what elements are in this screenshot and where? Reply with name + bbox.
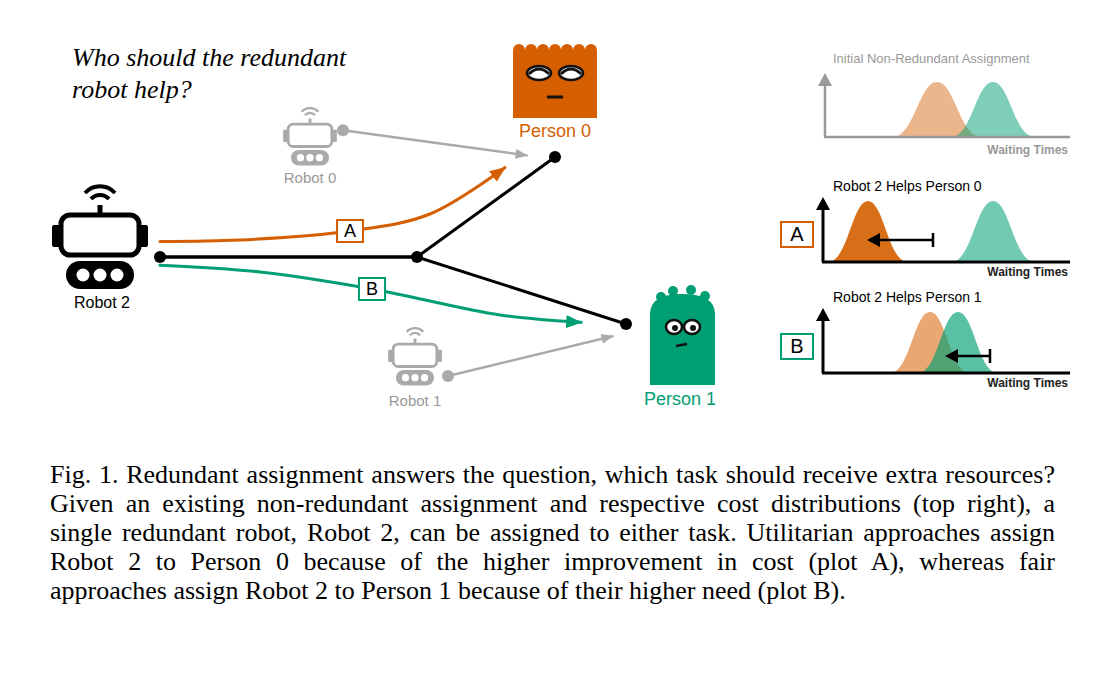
axis-label: Waiting Times [987, 266, 1068, 280]
eyelid [561, 69, 581, 74]
eye [527, 66, 551, 80]
shift-arrowhead [867, 233, 880, 247]
person-body [513, 44, 597, 118]
waypoint-dot [411, 251, 423, 263]
cost-distribution [828, 201, 908, 262]
mouth [547, 96, 563, 99]
robot-icon [388, 328, 442, 386]
figure-caption: Fig. 1. Redundant assignment answers the… [50, 460, 1055, 605]
figure-name: Robot 0 [284, 169, 337, 187]
person-icon [513, 44, 597, 118]
person-figure: Person 1 [626, 288, 734, 412]
figure-question: Who should the redundant robot help? [72, 42, 372, 106]
x-axis [822, 261, 1070, 264]
waypoint-dot [620, 318, 632, 330]
eye [559, 66, 583, 80]
cost-distribution [951, 82, 1035, 137]
pupil [690, 325, 696, 331]
distribution-plot [816, 197, 1070, 262]
assignment-connector [160, 265, 581, 322]
cost-distribution [918, 312, 998, 373]
waypoint-dot [337, 124, 349, 136]
plot-title: Initial Non-Redundant Assignment [833, 52, 1030, 67]
axis-arrow [816, 197, 830, 210]
assignment-connector [160, 157, 555, 257]
axis-arrow [818, 73, 832, 86]
tag-letter: A [790, 223, 803, 246]
option-tag: A [336, 219, 364, 243]
x-axis [822, 372, 1070, 375]
eye [666, 320, 682, 334]
person-figure: Person 0 [500, 38, 610, 157]
person-body [650, 294, 715, 385]
shift-arrow [957, 355, 990, 358]
eyelid [529, 69, 549, 74]
robot-icon [52, 186, 148, 289]
waypoint-dot [154, 251, 166, 263]
option-tag: B [358, 277, 386, 301]
assignment-connector [160, 257, 626, 324]
robot-figure: Robot 2 [44, 182, 160, 314]
figure-name: Robot 1 [389, 392, 442, 410]
assignment-connector [448, 336, 612, 376]
plot-title: Robot 2 Helps Person 1 [833, 289, 982, 305]
plot-title: Robot 2 Helps Person 0 [833, 178, 982, 194]
waypoint-dot [549, 151, 561, 163]
waypoint-dot [442, 370, 454, 382]
axis-label: Waiting Times [987, 144, 1068, 158]
figure-name: Robot 2 [74, 293, 130, 312]
plot-tag-box: A [780, 221, 814, 248]
hair-tuft [686, 285, 696, 295]
distribution-plot [818, 73, 1070, 137]
mouth [676, 344, 687, 346]
figure-name: Person 0 [519, 121, 591, 142]
axis-label: Waiting Times [987, 377, 1068, 391]
person-icon [650, 285, 715, 385]
pupil [672, 325, 678, 331]
plot-tag-box: B [780, 333, 814, 360]
assignment-connector [343, 130, 527, 155]
robot-icon [283, 108, 337, 166]
tag-letter: B [790, 335, 803, 358]
axis-arrow [816, 308, 830, 321]
robot-figure: Robot 0 [277, 106, 343, 187]
shift-arrow [878, 239, 933, 242]
robot-figure: Robot 1 [382, 326, 448, 410]
y-axis [822, 208, 825, 262]
y-axis [822, 319, 825, 373]
shift-bar [989, 349, 992, 363]
x-axis [824, 136, 1070, 139]
cost-distribution [951, 201, 1035, 262]
eye [684, 320, 700, 334]
shift-bar [932, 233, 935, 247]
distribution-plot [816, 308, 1070, 373]
figure-name: Person 1 [644, 389, 716, 410]
y-axis [824, 84, 827, 137]
shift-arrowhead [945, 349, 958, 363]
